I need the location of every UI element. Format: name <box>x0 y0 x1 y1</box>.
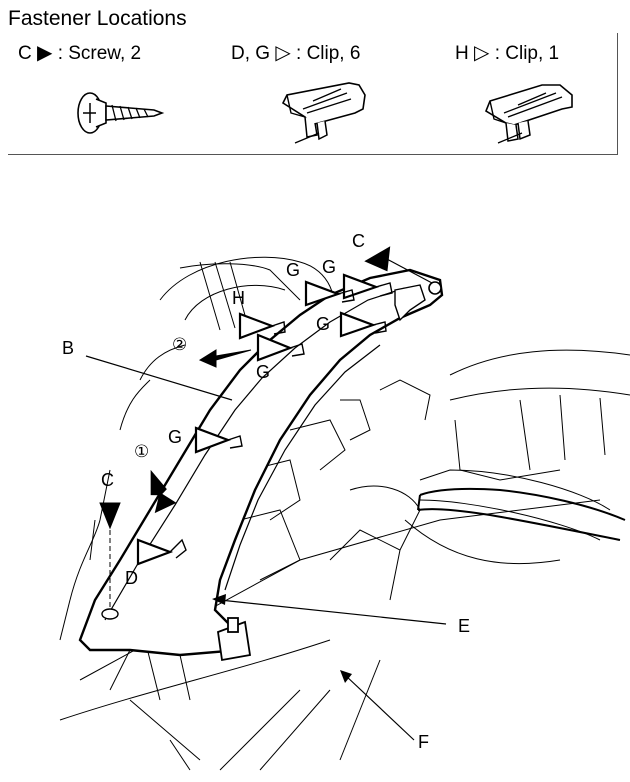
label-f: F <box>418 732 429 752</box>
label-h: H <box>232 288 245 308</box>
label-c-left: C <box>101 470 114 490</box>
label-g: G <box>316 314 330 334</box>
clip-icon <box>485 84 573 144</box>
legend-label: H <box>455 43 469 64</box>
removal-arrows <box>150 349 252 514</box>
label-g: G <box>168 427 182 447</box>
clip-triangle-icon <box>136 538 174 566</box>
clip-triangle-icon <box>256 333 294 362</box>
legend-desc: : Screw, 2 <box>57 43 142 64</box>
fastener-legend: C ▶ : Screw, 2 D, G ▷ : Clip, 6 H ▷ : Cl… <box>8 33 618 155</box>
door-trim-outline <box>417 487 626 541</box>
legend-label: D, G <box>231 43 271 64</box>
filled-triangle-icon: ▶ <box>37 42 53 64</box>
label-step-2: ② <box>172 335 187 355</box>
label-b: B <box>62 338 74 358</box>
legend-item-clip-dg: D, G ▷ : Clip, 6 <box>231 41 360 66</box>
arrow-step-2-icon <box>198 349 252 368</box>
label-g: G <box>286 260 300 280</box>
clip-triangle-icon <box>194 426 232 454</box>
legend-desc: : Clip, 1 <box>494 43 560 64</box>
legend-label: C <box>18 43 32 64</box>
label-e: E <box>458 616 470 636</box>
background-interior-lines <box>59 256 630 771</box>
pillar-garnish-diagram: C G G G H ② B G G ① C D E F <box>59 231 630 771</box>
label-d: D <box>125 568 138 588</box>
screw-icon <box>77 92 165 134</box>
leader-arrowheads <box>212 594 352 683</box>
legend-item-clip-h: H ▷ : Clip, 1 <box>455 41 559 66</box>
screw-triangle-icon <box>99 502 121 530</box>
outline-triangle-icon: ▷ <box>275 42 291 64</box>
clip-triangle-icon <box>238 312 276 340</box>
clip-icon <box>281 82 366 144</box>
label-c-top: C <box>352 231 365 251</box>
bracket-e <box>217 617 252 662</box>
clip-triangle-icon <box>339 311 377 338</box>
leader-lines <box>85 257 447 741</box>
screw-hole-lower <box>101 608 119 620</box>
screw-hole-upper <box>394 281 442 322</box>
clip-triangle-icon <box>304 280 342 307</box>
clip-stubs <box>169 282 393 559</box>
page-title: Fastener Locations <box>8 7 187 30</box>
screw-triangle-icon <box>364 246 391 272</box>
label-g: G <box>322 257 336 277</box>
outline-triangle-icon: ▷ <box>474 42 490 64</box>
label-g: G <box>256 362 270 382</box>
pillar-garnish-inner-edge <box>104 287 406 621</box>
label-step-1: ① <box>134 442 149 462</box>
legend-desc: : Clip, 6 <box>296 43 361 64</box>
arrow-step-1-icon <box>150 469 177 514</box>
legend-item-screw: C ▶ : Screw, 2 <box>18 41 141 66</box>
screw-markers <box>99 246 391 530</box>
